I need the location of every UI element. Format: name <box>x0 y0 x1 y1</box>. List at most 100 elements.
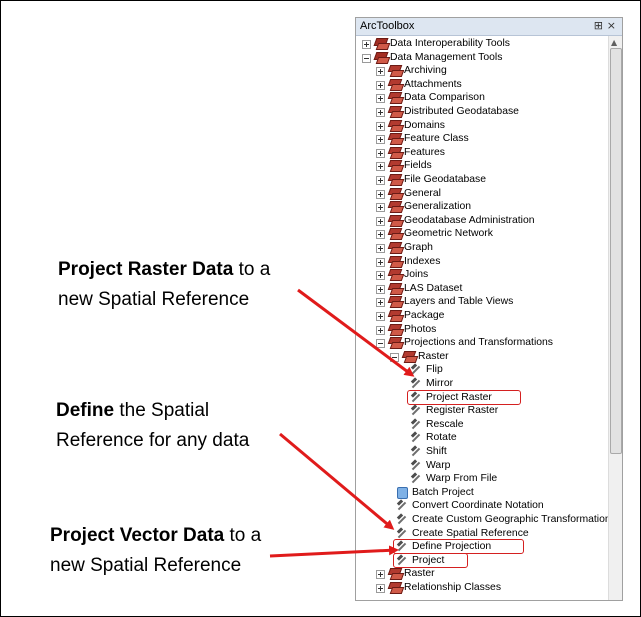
tree-item-label: File Geodatabase <box>404 174 487 185</box>
expand-icon[interactable] <box>376 94 385 104</box>
tree-item-label: Warp From File <box>426 473 498 485</box>
annotation-project-raster-bold: Project Raster Data <box>58 259 234 280</box>
expand-icon[interactable] <box>376 148 385 158</box>
tree-item-label: Generalization <box>404 201 472 213</box>
expand-icon[interactable] <box>376 80 385 90</box>
expand-icon[interactable] <box>376 121 385 131</box>
tree-item-label: Project Raster <box>426 391 492 403</box>
tree-item[interactable]: LAS Dataset <box>356 282 608 296</box>
arrow-to-project <box>269 545 399 558</box>
tree-item-label: Batch Project <box>412 486 474 498</box>
tree-item[interactable]: Layers and Table Views <box>356 295 608 309</box>
annotation-project-raster: Project Raster Data to a new Spatial Ref… <box>58 255 270 315</box>
collapse-icon[interactable] <box>376 339 385 349</box>
tree-item[interactable]: Relationship Classes <box>356 581 608 595</box>
tree-item[interactable]: Data Interoperability Tools <box>356 37 608 51</box>
expand-icon[interactable] <box>362 40 371 49</box>
tree-item-label: Create Spatial Reference <box>412 527 529 539</box>
expand-icon[interactable] <box>376 67 385 77</box>
pin-icon[interactable]: ⊞ <box>593 19 603 32</box>
tree-item-label: Fields <box>404 160 432 172</box>
expand-icon[interactable] <box>376 570 385 580</box>
tree-item-label: General <box>404 187 441 199</box>
tree-item[interactable]: Archiving <box>356 64 608 78</box>
tree-item[interactable]: Distributed Geodatabase <box>356 105 608 119</box>
tree-item[interactable]: Fields <box>356 159 608 173</box>
tree-item-label: Register Raster <box>426 405 499 417</box>
tree-item[interactable]: Create Custom Geographic Transformation <box>356 513 611 527</box>
tree-item[interactable]: Rotate <box>356 431 608 445</box>
tree-item[interactable]: Indexes <box>356 255 608 269</box>
tree-item-label: LAS Dataset <box>404 282 463 294</box>
tree-item[interactable]: Data Management Tools <box>356 51 608 65</box>
expand-icon[interactable] <box>376 325 385 335</box>
tree-item-label: Mirror <box>426 378 454 389</box>
tree-item-label: Layers and Table Views <box>404 296 514 308</box>
expand-icon[interactable] <box>376 312 385 321</box>
tree-item[interactable]: Project Raster <box>356 389 608 405</box>
expand-icon[interactable] <box>376 203 385 213</box>
scroll-up-icon[interactable]: ▲ <box>611 38 618 47</box>
tree-item[interactable]: Projections and Transformations <box>356 336 608 350</box>
annotation-project-raster-rest: to a <box>233 259 271 280</box>
tree-item[interactable]: Batch Project <box>356 486 608 500</box>
tree-item[interactable]: Raster <box>356 567 608 581</box>
close-icon[interactable]: × <box>606 19 616 32</box>
tree-item-label: Photos <box>404 323 437 335</box>
expand-icon[interactable] <box>376 135 385 145</box>
scrollbar-thumb[interactable] <box>610 48 622 454</box>
tree-item-label: Features <box>404 146 446 158</box>
tree-item[interactable]: Register Raster <box>356 404 608 418</box>
tree-item[interactable]: Geodatabase Administration <box>356 214 608 228</box>
collapse-icon[interactable] <box>362 53 371 63</box>
tree-item[interactable]: Warp From File <box>356 472 608 486</box>
tree-item-label: Attachments <box>404 78 462 90</box>
tree-item[interactable]: Generalization <box>356 200 608 214</box>
tree-item[interactable]: Package <box>356 309 608 323</box>
tree-item-label: Package <box>404 310 445 321</box>
tree-item[interactable]: Rescale <box>356 418 608 432</box>
tree-item[interactable]: Joins <box>356 268 608 282</box>
tree-item-label: Domains <box>404 119 445 131</box>
panel-titlebar: ArcToolbox ⊞ × <box>356 18 622 36</box>
annotation-define-rest: the Spatial <box>114 400 210 421</box>
expand-icon[interactable] <box>376 189 385 199</box>
panel-title: ArcToolbox <box>360 20 415 32</box>
arrow-to-project-raster <box>297 288 415 377</box>
expand-icon[interactable] <box>376 162 385 172</box>
tree-item[interactable]: Create Spatial Reference <box>356 526 608 541</box>
expand-icon[interactable] <box>376 108 385 117</box>
tree-item[interactable]: General <box>356 187 608 201</box>
tree-item[interactable]: Warp <box>356 458 608 473</box>
expand-icon[interactable] <box>376 230 385 240</box>
tree-item[interactable]: Mirror <box>356 377 608 391</box>
expand-icon[interactable] <box>376 284 385 294</box>
tree-item-label: Relationship Classes <box>404 582 502 593</box>
tree-item[interactable]: Attachments <box>356 78 608 92</box>
tree-item[interactable]: Domains <box>356 119 608 133</box>
expand-icon[interactable] <box>376 584 385 593</box>
tree-item[interactable]: Shift <box>356 445 608 459</box>
tree-item-label: Project <box>412 554 445 566</box>
tree-item[interactable]: File Geodatabase <box>356 173 608 187</box>
expand-icon[interactable] <box>376 298 385 308</box>
tree-item-label: Create Custom Geographic Transformation <box>412 514 611 525</box>
highlight-box <box>407 389 522 405</box>
tree-item[interactable]: Convert Coordinate Notation <box>356 499 608 513</box>
expand-icon[interactable] <box>376 216 385 226</box>
expand-icon[interactable] <box>376 271 385 281</box>
vertical-scrollbar[interactable]: ▲ <box>608 36 622 600</box>
tree-item[interactable]: Features <box>356 146 608 160</box>
tree-item[interactable]: Graph <box>356 241 608 255</box>
tree-item[interactable]: Data Comparison <box>356 91 608 105</box>
expand-icon[interactable] <box>376 257 385 267</box>
tree-item[interactable]: Geometric Network <box>356 227 608 241</box>
expand-icon[interactable] <box>376 176 385 185</box>
expand-icon[interactable] <box>376 244 385 253</box>
tree-item[interactable]: Photos <box>356 323 608 337</box>
tree-item[interactable]: Feature Class <box>356 132 608 146</box>
tree-item[interactable]: Project <box>356 552 608 568</box>
tree-item-label: Warp <box>426 459 451 471</box>
tree-item[interactable]: Flip <box>356 363 608 377</box>
